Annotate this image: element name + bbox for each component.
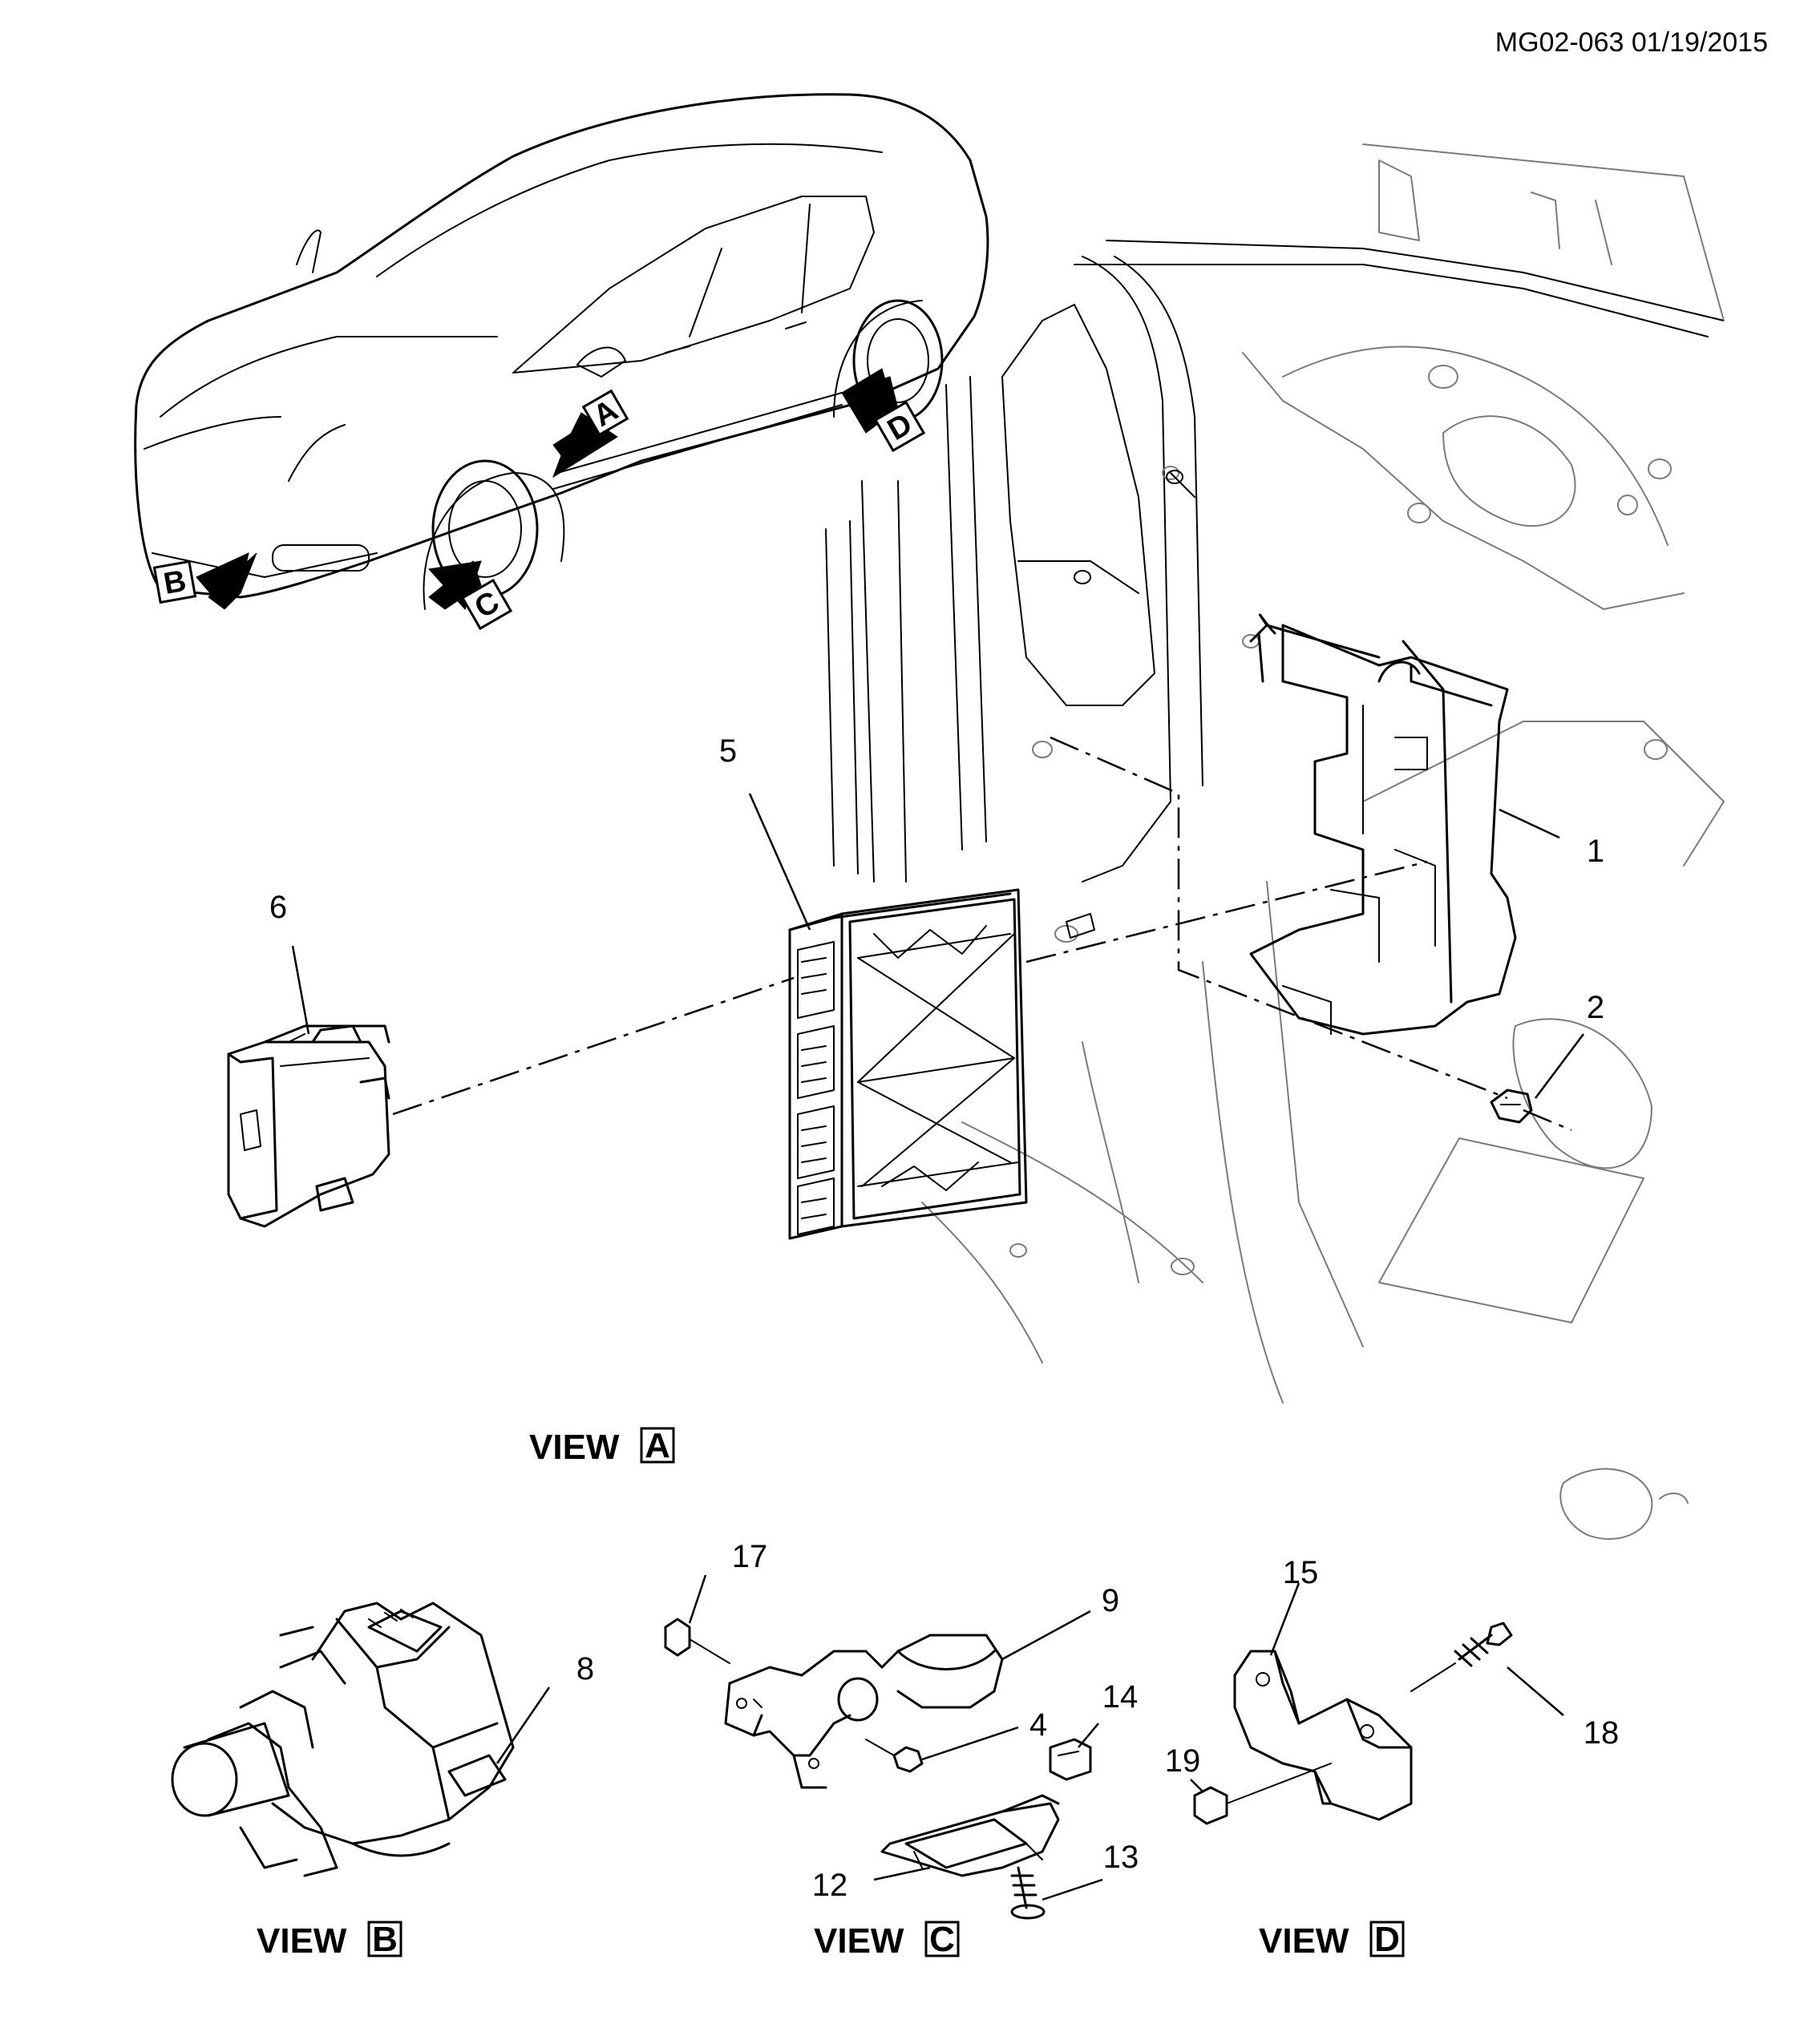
view-letter-b: B bbox=[372, 1920, 398, 1959]
part-9-bracket bbox=[724, 1634, 1004, 1789]
view-label-d: VIEW D bbox=[1259, 1920, 1405, 1961]
view-word-d: VIEW bbox=[1259, 1921, 1349, 1961]
part-6-module bbox=[227, 1024, 390, 1228]
view-label-c: VIEW C bbox=[814, 1920, 960, 1961]
callout-8: 8 bbox=[576, 1651, 594, 1687]
part-15-bracket bbox=[1233, 1650, 1413, 1821]
part-14-clip bbox=[1049, 1738, 1092, 1781]
view-label-a: VIEW A bbox=[529, 1426, 675, 1467]
part-13-screw bbox=[1010, 1866, 1046, 1920]
callout-6: 6 bbox=[269, 890, 287, 925]
callout-15: 15 bbox=[1283, 1555, 1319, 1590]
part-19-clip bbox=[1193, 1763, 1332, 1825]
arrow-b: B bbox=[152, 552, 257, 610]
part-12-module bbox=[880, 1794, 1060, 1877]
view-letter-c: C bbox=[929, 1920, 955, 1959]
view-word-c: VIEW bbox=[814, 1921, 904, 1961]
callout-19: 19 bbox=[1165, 1743, 1201, 1779]
callout-12: 12 bbox=[812, 1868, 848, 1903]
callout-2: 2 bbox=[1587, 990, 1604, 1025]
callout-13: 13 bbox=[1103, 1840, 1139, 1875]
arrow-c: C bbox=[428, 560, 513, 631]
part-4-bolt bbox=[865, 1739, 924, 1773]
part-2-nut bbox=[1490, 1089, 1533, 1124]
view-label-b: VIEW B bbox=[257, 1920, 402, 1961]
body-structure-view-a bbox=[825, 143, 1725, 1540]
part-8-sensor bbox=[171, 1602, 515, 1877]
callout-18: 18 bbox=[1584, 1715, 1620, 1751]
part-17-bolt bbox=[664, 1618, 730, 1664]
document-id: MG02-063 01/19/2015 bbox=[1495, 27, 1768, 58]
view-word-a: VIEW bbox=[529, 1428, 620, 1467]
view-letter-a: A bbox=[645, 1426, 670, 1465]
callout-5: 5 bbox=[719, 733, 737, 769]
callout-17: 17 bbox=[732, 1539, 768, 1574]
callout-leaders bbox=[291, 793, 1584, 1901]
callout-9: 9 bbox=[1102, 1583, 1119, 1618]
callout-4: 4 bbox=[1029, 1707, 1047, 1743]
view-letter-d: D bbox=[1374, 1920, 1400, 1959]
callout-14: 14 bbox=[1102, 1679, 1139, 1715]
part-1-bracket bbox=[1249, 613, 1517, 1036]
callout-1: 1 bbox=[1587, 834, 1604, 869]
arrow-d: D bbox=[840, 368, 926, 453]
vehicle-illustration bbox=[134, 93, 989, 610]
alignment-lines bbox=[392, 736, 1572, 1132]
part-18-bolt bbox=[1410, 1622, 1513, 1692]
part-5-module bbox=[788, 888, 1028, 1240]
view-word-b: VIEW bbox=[257, 1921, 347, 1961]
